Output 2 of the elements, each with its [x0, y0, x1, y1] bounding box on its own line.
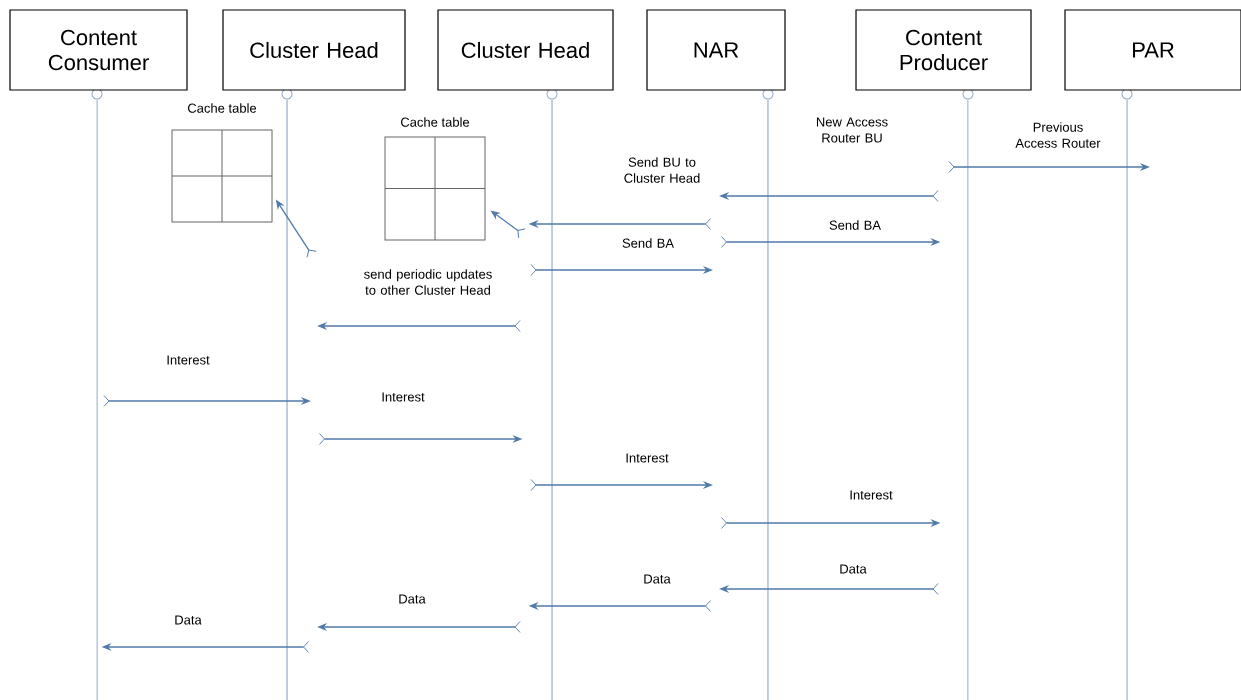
node-label: PAR [1133, 42, 1174, 58]
edge-label: Data [644, 574, 671, 584]
